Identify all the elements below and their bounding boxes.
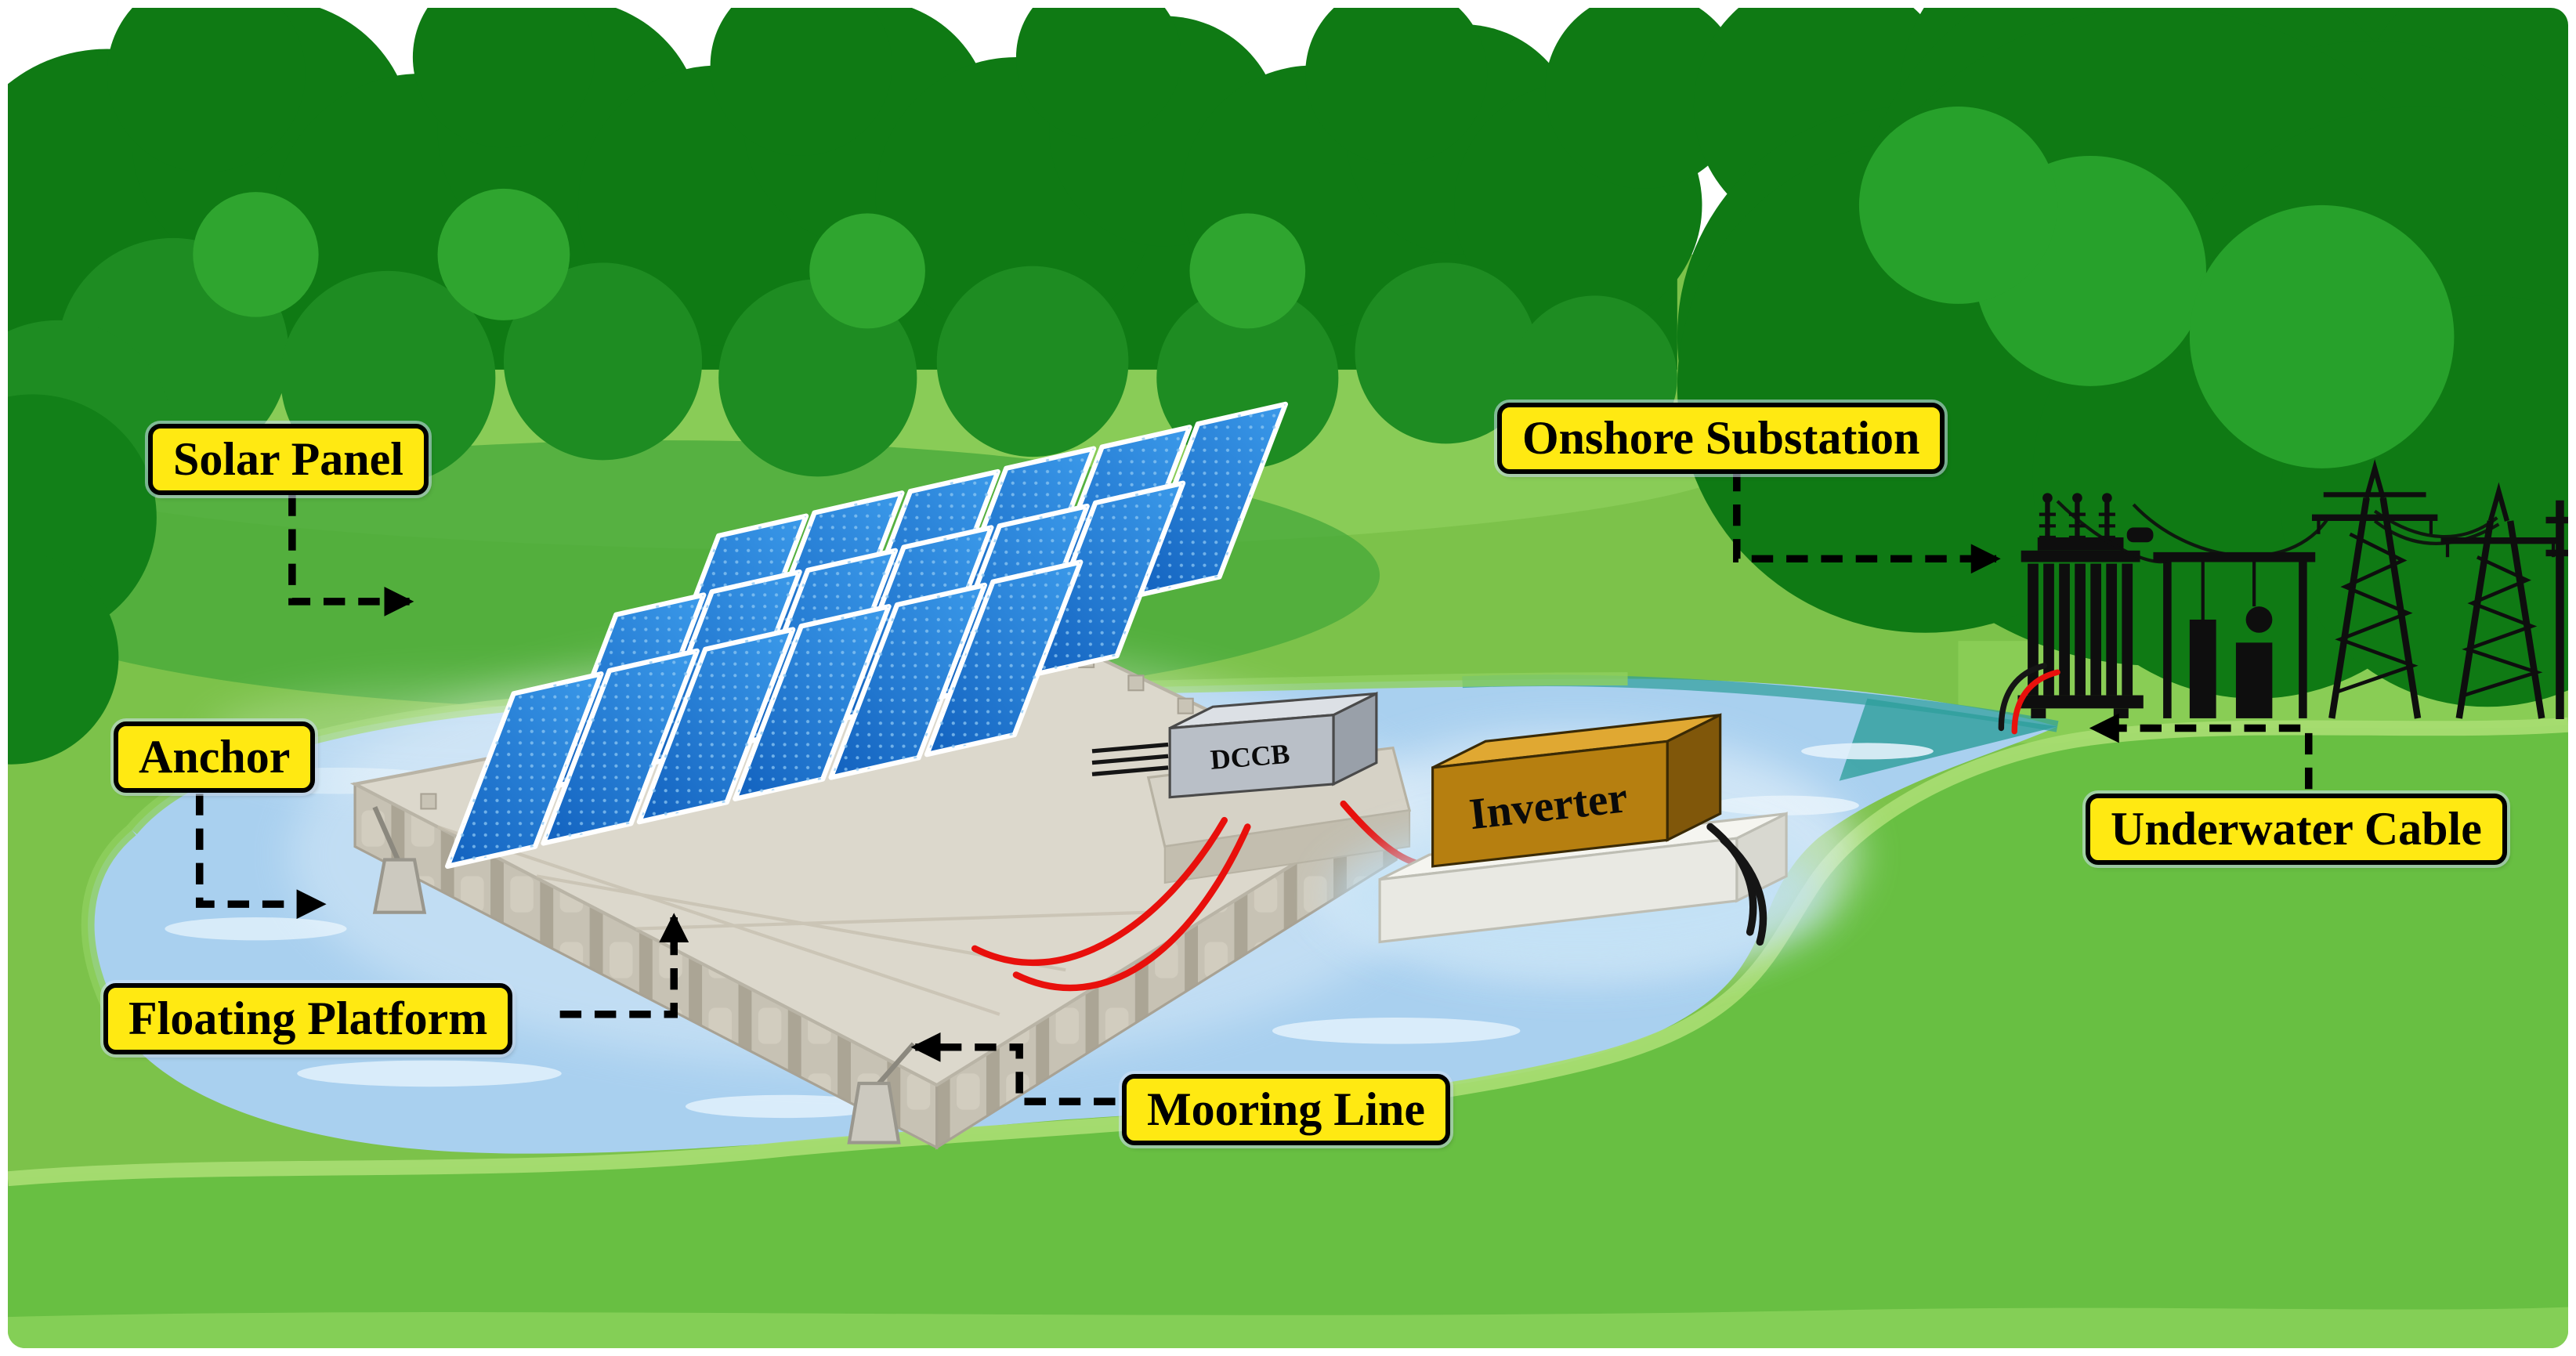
mooring-line-front bbox=[877, 1042, 916, 1086]
lake-left-band bbox=[81, 825, 136, 1014]
dc-cables bbox=[971, 742, 1251, 992]
left-bank-trees bbox=[8, 394, 157, 765]
black-cable-2 bbox=[1720, 836, 1767, 946]
tree-canopy-highlights bbox=[193, 188, 1306, 329]
shore-light-band bbox=[8, 717, 2568, 1187]
bottom-light-band bbox=[8, 1307, 2568, 1348]
substation-silhouette bbox=[2017, 459, 2568, 719]
dccb-front bbox=[1168, 714, 1335, 799]
foreground-land bbox=[8, 717, 2568, 1348]
tree-canopy-lower-bumps bbox=[8, 237, 1677, 551]
red-cable-2 bbox=[1012, 823, 1251, 992]
anchor-left bbox=[372, 858, 427, 914]
bushings bbox=[2039, 501, 2115, 544]
label-underwater-cable: Underwater Cable bbox=[2086, 794, 2507, 866]
dccb-label: DCCB bbox=[1209, 738, 1290, 776]
solar-panel-arrow bbox=[288, 494, 414, 617]
dccb-unit: DCCB bbox=[1168, 691, 1378, 799]
underwater-cable-arrow bbox=[2089, 713, 2313, 790]
underwater-cable-ends bbox=[1998, 663, 2060, 735]
floating-platform-arrow bbox=[559, 913, 689, 1018]
gantry bbox=[2153, 551, 2316, 718]
dccb-input-wires bbox=[1091, 742, 1169, 776]
mooring-line-arrow bbox=[910, 1032, 1116, 1105]
mooring-system bbox=[372, 806, 916, 1144]
platform-top-lines bbox=[436, 825, 1149, 1016]
callout-arrows bbox=[195, 469, 2313, 1105]
red-cable-1 bbox=[971, 816, 1228, 966]
label-mooring-line: Mooring Line bbox=[1122, 1074, 1450, 1146]
anchor-front bbox=[847, 1081, 901, 1144]
onshore-substation-arrow bbox=[1733, 469, 2001, 574]
inverter-front bbox=[1431, 739, 1669, 868]
label-solar-panel: Solar Panel bbox=[148, 424, 429, 496]
inverter-float-front bbox=[1378, 837, 1738, 944]
mooring-line-left bbox=[372, 806, 400, 861]
overhead-wires bbox=[2056, 500, 2500, 564]
scene-illustration: DCCB Inverter bbox=[8, 8, 2568, 1348]
scene-svg: DCCB Inverter bbox=[8, 8, 2568, 1348]
label-onshore-substation: Onshore Substation bbox=[1497, 403, 1945, 475]
anchor-arrow bbox=[195, 794, 327, 920]
transformer bbox=[2017, 493, 2154, 718]
inverter-unit: Inverter bbox=[1330, 713, 1826, 971]
lattice-towers bbox=[2311, 459, 2568, 719]
label-floating-platform: Floating Platform bbox=[103, 983, 513, 1055]
label-anchor: Anchor bbox=[114, 721, 316, 794]
